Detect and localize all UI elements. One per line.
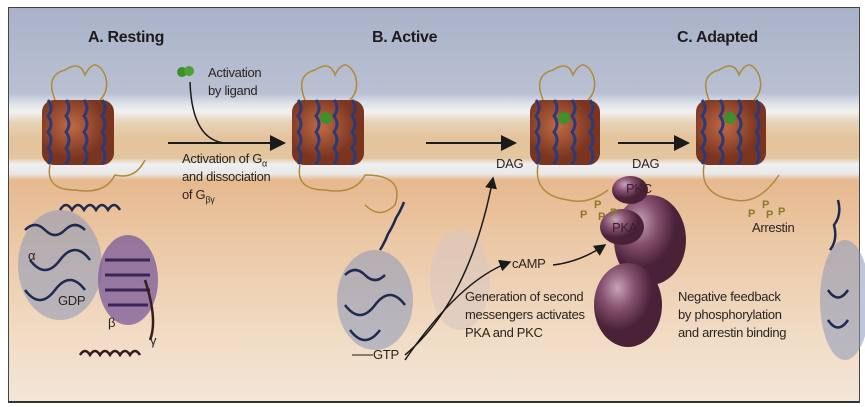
galpha-label-1: Activation of Gα — [182, 151, 267, 172]
arrow-ligand — [189, 81, 226, 144]
ligand-label-2: by ligand — [208, 83, 258, 98]
negative-feedback-3: and arrestin binding — [678, 325, 787, 340]
panel-title-resting: A. Resting — [88, 29, 165, 46]
gamma-label: γ — [150, 333, 157, 348]
second-messengers-2: messengers activates — [465, 307, 585, 322]
g-protein-resting — [18, 203, 158, 358]
galpha-label-2: and dissociation — [182, 169, 271, 184]
beta-label: β — [108, 315, 116, 330]
receptor-adapted — [696, 64, 780, 202]
g-alpha-active — [337, 201, 490, 350]
phosphate-8: P — [778, 206, 786, 218]
pka-label: PKA — [612, 220, 638, 235]
second-messengers-3: PKA and PKC — [465, 325, 543, 340]
receptor-resting — [42, 64, 146, 192]
galpha-label-3: of Gβγ — [182, 187, 215, 208]
galpha-text: Activation of G — [182, 151, 263, 166]
phosphate-2: P — [580, 209, 588, 221]
pka-pkc-kinase — [594, 176, 686, 347]
alpha-label: α — [28, 248, 36, 263]
gdp-label: GDP — [58, 293, 86, 308]
second-messengers-1: Generation of second — [465, 289, 584, 304]
negative-feedback-1: Negative feedback — [678, 289, 781, 304]
phosphate-3: P — [598, 211, 606, 223]
phosphate-1: P — [594, 199, 602, 211]
arrestin-label: Arrestin — [752, 220, 795, 235]
g-alpha-right-edge — [820, 199, 865, 360]
panel-title-adapted: C. Adapted — [677, 29, 758, 46]
gbg-text: of G — [182, 187, 206, 202]
dag-label-2: DAG — [632, 156, 660, 171]
galpha-sub: α — [262, 158, 267, 169]
camp-label: cAMP — [512, 256, 546, 271]
arrow-gtp-to-camp — [404, 259, 512, 361]
phosphate-6: P — [748, 208, 756, 220]
phosphate-7: P — [766, 209, 774, 221]
receptor-active-2 — [530, 64, 609, 202]
negative-feedback-2: by phosphorylation — [678, 307, 782, 322]
phosphate-4: P — [610, 207, 618, 219]
ligand-label-1: Activation — [208, 65, 262, 80]
pkc-label: PKC — [626, 181, 652, 196]
phosphate-5: P — [762, 199, 770, 211]
dag-label-1: DAG — [496, 156, 524, 171]
gtp-label: GTP — [373, 347, 399, 362]
receptor-active — [292, 64, 398, 214]
panel-title-active: B. Active — [372, 29, 438, 46]
ligand-icon — [177, 66, 194, 77]
arrow-gtp-to-dag — [404, 176, 497, 356]
arrow-camp-to-pka — [552, 244, 607, 266]
gbg-sub: βγ — [205, 194, 215, 205]
